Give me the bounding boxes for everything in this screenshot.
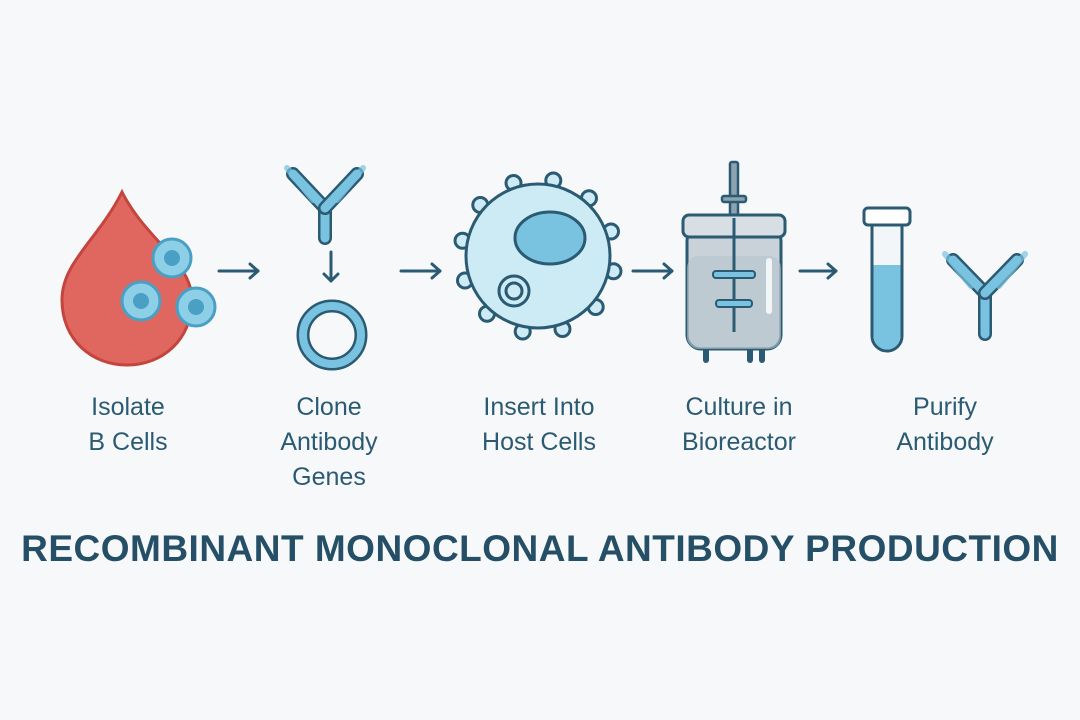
arrow-right-icon [217, 262, 260, 280]
step-label-culture-in-bioreactor: Culture in Bioreactor [682, 393, 796, 456]
plasmid-inner-ring [504, 281, 524, 301]
b-cell-icon [175, 286, 217, 328]
arrow-down-icon [322, 250, 340, 283]
diagram-title: RECOMBINANT MONOCLONAL ANTIBODY PRODUCTI… [21, 528, 1059, 569]
arrow-right-icon [798, 262, 838, 280]
step-label-isolate-b-cells: Isolate B Cells [88, 393, 168, 456]
step-label-clone-antibody-genes: Clone Antibody Genes [280, 393, 378, 491]
b-cell-icon [120, 280, 162, 322]
antibody-icon [284, 165, 366, 245]
step-label-purify-antibody: Purify Antibody [896, 393, 994, 456]
bioreactor-icon [681, 160, 787, 363]
plasmid-icon [296, 299, 368, 371]
blood-drop-with-b-cells-icon [60, 188, 217, 367]
step-label-insert-into-host-cells: Insert Into Host Cells [482, 393, 596, 456]
arrow-right-icon [631, 262, 674, 280]
plasmid-in-cell-icon [497, 274, 531, 308]
antibody-to-plasmid-icon [284, 165, 368, 371]
antibody-icon [942, 251, 1028, 341]
arrow-right-icon [399, 262, 442, 280]
nucleus-icon [513, 210, 587, 266]
test-tube-icon [862, 206, 912, 353]
b-cell-icon [151, 237, 193, 279]
test-tube-and-antibody-icon [862, 206, 1028, 353]
host-cell-icon [453, 171, 623, 341]
